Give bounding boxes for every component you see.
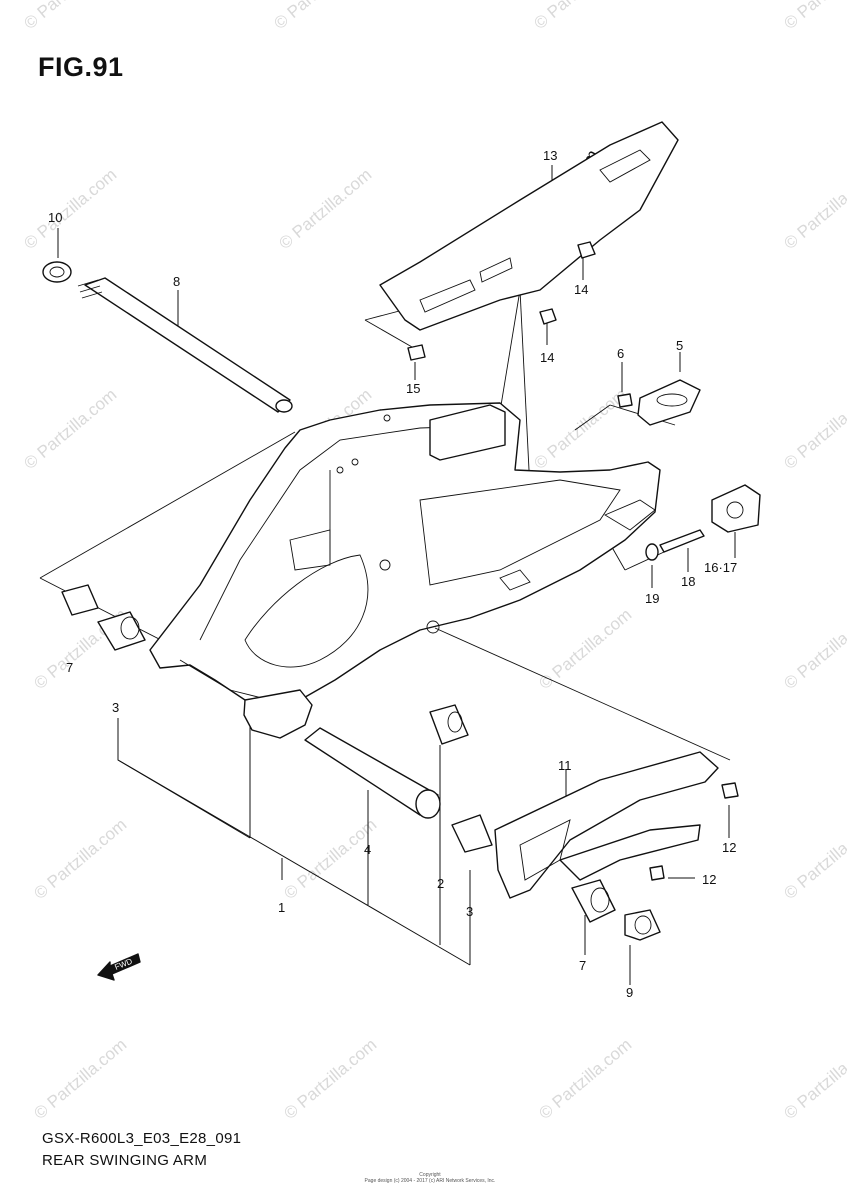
callout-label: 7 <box>579 958 586 973</box>
watermark-text: © Partzilla.com <box>20 385 120 473</box>
watermark-text: © Partzilla.com <box>780 605 847 693</box>
figure-title: FIG.91 <box>38 52 124 82</box>
callout-label: 14 <box>574 282 588 297</box>
watermark-text: © Partzilla.com <box>30 815 130 903</box>
watermark-text: © Partzilla.com <box>530 0 630 33</box>
callout-label: 14 <box>540 350 554 365</box>
copyright-line: Copyright <box>419 1172 441 1178</box>
callout-label: 1 <box>278 900 285 915</box>
copyright-notice: Copyright Page design (c) 2004 - 2017 (c… <box>345 1172 515 1184</box>
watermark-text: © Partzilla.com <box>280 815 380 903</box>
clip-part <box>407 344 426 361</box>
watermark-text: © Partzilla.com <box>535 1035 635 1123</box>
callout-label: 15 <box>406 381 420 396</box>
watermark-text: © Partzilla.com <box>780 0 847 33</box>
callout-label: 7 <box>66 660 73 675</box>
swing-arm <box>149 402 661 739</box>
callout-label: 3 <box>112 700 119 715</box>
watermark-text: © Partzilla.com <box>780 165 847 253</box>
watermark-text: © Partzilla.com <box>30 1035 130 1123</box>
forward-direction-arrow: FWD <box>97 953 141 981</box>
copyright-line: Page design (c) 2004 - 2017 (c) ARI Netw… <box>364 1178 496 1184</box>
watermark-text: © Partzilla.com <box>20 165 120 253</box>
pivot-shaft-part <box>304 704 469 819</box>
callout-label: 4 <box>364 842 371 857</box>
watermark-text: © Partzilla.com <box>780 815 847 903</box>
watermark-text: © Partzilla.com <box>780 1035 847 1123</box>
callout-label: 13 <box>543 148 557 163</box>
watermark-text: © Partzilla.com <box>275 165 375 253</box>
rear-axle-part <box>77 277 293 413</box>
watermark-text: © Partzilla.com <box>280 1035 380 1123</box>
callout-label: 16·17 <box>704 560 737 575</box>
callout-label: 18 <box>681 574 695 589</box>
chain-guide-plate-part <box>617 379 701 426</box>
chain-cover-part <box>379 121 679 331</box>
chain-buffer-part <box>451 751 739 941</box>
callout-label: 5 <box>676 338 683 353</box>
chain-adjuster-part <box>645 484 761 561</box>
watermark-text: © Partzilla.com <box>20 0 120 33</box>
watermark-text: © Partzilla.com <box>530 385 630 473</box>
diagram-code: GSX-R600L3_E03_E28_091 <box>42 1130 242 1147</box>
callout-label: 12 <box>702 872 716 887</box>
diagram-name: REAR SWINGING ARM <box>42 1152 208 1169</box>
callout-label: 9 <box>626 985 633 1000</box>
callout-label: 11 <box>558 758 572 773</box>
callout-label: 19 <box>645 591 659 606</box>
callout-label: 10 <box>48 210 62 225</box>
axle-nut-part <box>42 261 72 283</box>
callout-label: 3 <box>466 904 473 919</box>
bolt-part <box>539 241 596 325</box>
callout-numbers: 1 2 3 3 4 5 6 7 7 8 9 10 11 12 12 13 14 … <box>48 148 737 1000</box>
spacer-part <box>61 584 146 651</box>
callout-label: 6 <box>617 346 624 361</box>
callout-label: 8 <box>173 274 180 289</box>
callout-label: 2 <box>437 876 444 891</box>
watermark-text: © Partzilla.com <box>780 385 847 473</box>
callout-label: 12 <box>722 840 736 855</box>
watermark-text: © Partzilla.com <box>270 0 370 33</box>
